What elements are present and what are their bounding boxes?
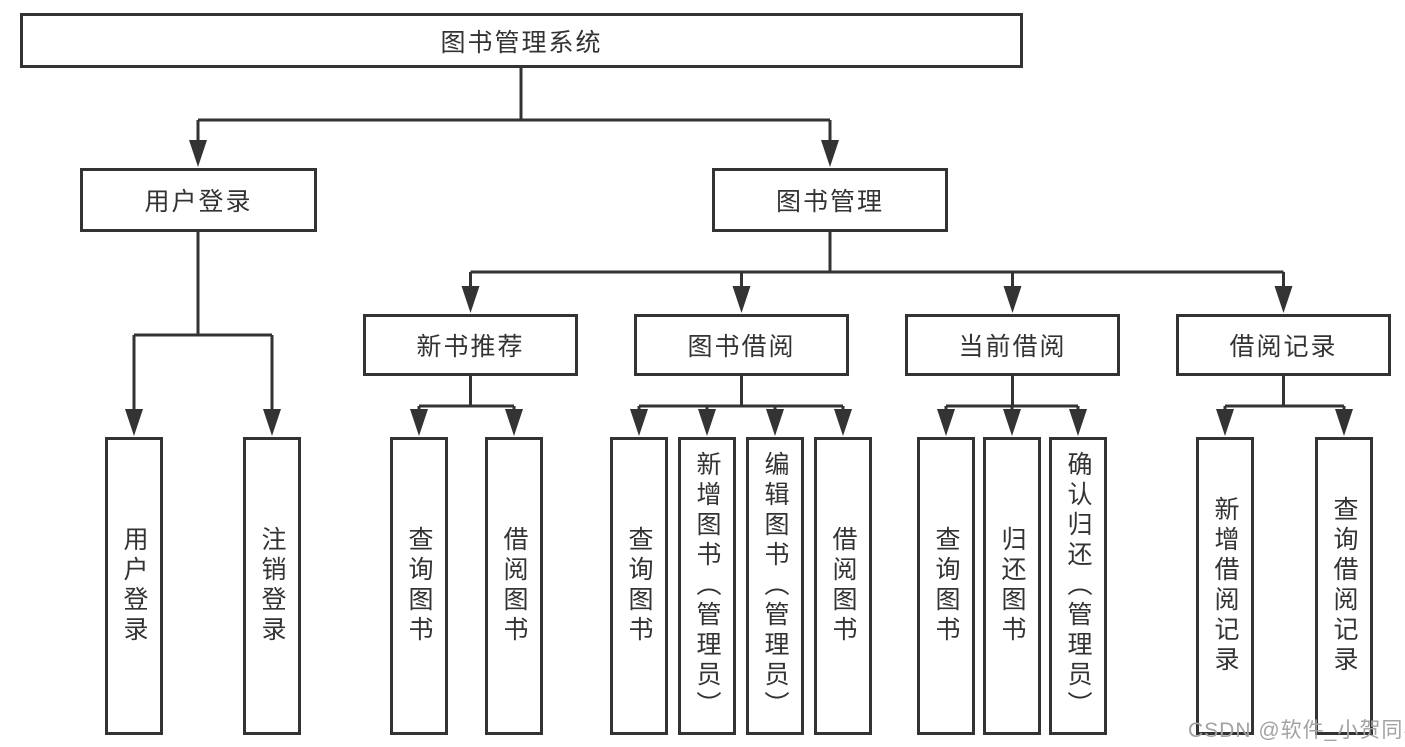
node-book-borrowing: 图书借阅 [634, 314, 849, 376]
node-borrowing-records: 借阅记录 [1176, 314, 1391, 376]
node-current-borrowing: 当前借阅 [905, 314, 1120, 376]
leaf-current-query-books: 查询图书 [917, 437, 975, 735]
leaf-recommend-query-books: 查询图书 [390, 437, 448, 735]
leaf-records-query-borrow-record: 查询借阅记录 [1315, 437, 1373, 735]
node-book-management: 图书管理 [712, 168, 948, 232]
node-new-book-recommendation: 新书推荐 [363, 314, 578, 376]
leaf-records-add-borrow-record: 新增借阅记录 [1196, 437, 1254, 735]
leaf-borrowing-edit-books-admin: 编辑图书（管理员） [746, 437, 804, 735]
watermark: CSDN @软件_小贺同学 [1188, 719, 1405, 742]
leaf-borrowing-borrow-books: 借阅图书 [814, 437, 872, 735]
node-library-system: 图书管理系统 [20, 13, 1023, 68]
leaf-borrowing-add-books-admin: 新增图书（管理员） [678, 437, 736, 735]
leaf-user-login: 用户登录 [105, 437, 163, 735]
leaf-borrowing-query-books: 查询图书 [610, 437, 668, 735]
leaf-current-return-books: 归还图书 [983, 437, 1041, 735]
leaf-current-confirm-return-admin: 确认归还（管理员） [1049, 437, 1107, 735]
leaf-logout: 注销登录 [243, 437, 301, 735]
leaf-recommend-borrow-books: 借阅图书 [485, 437, 543, 735]
node-user-login: 用户登录 [80, 168, 317, 232]
